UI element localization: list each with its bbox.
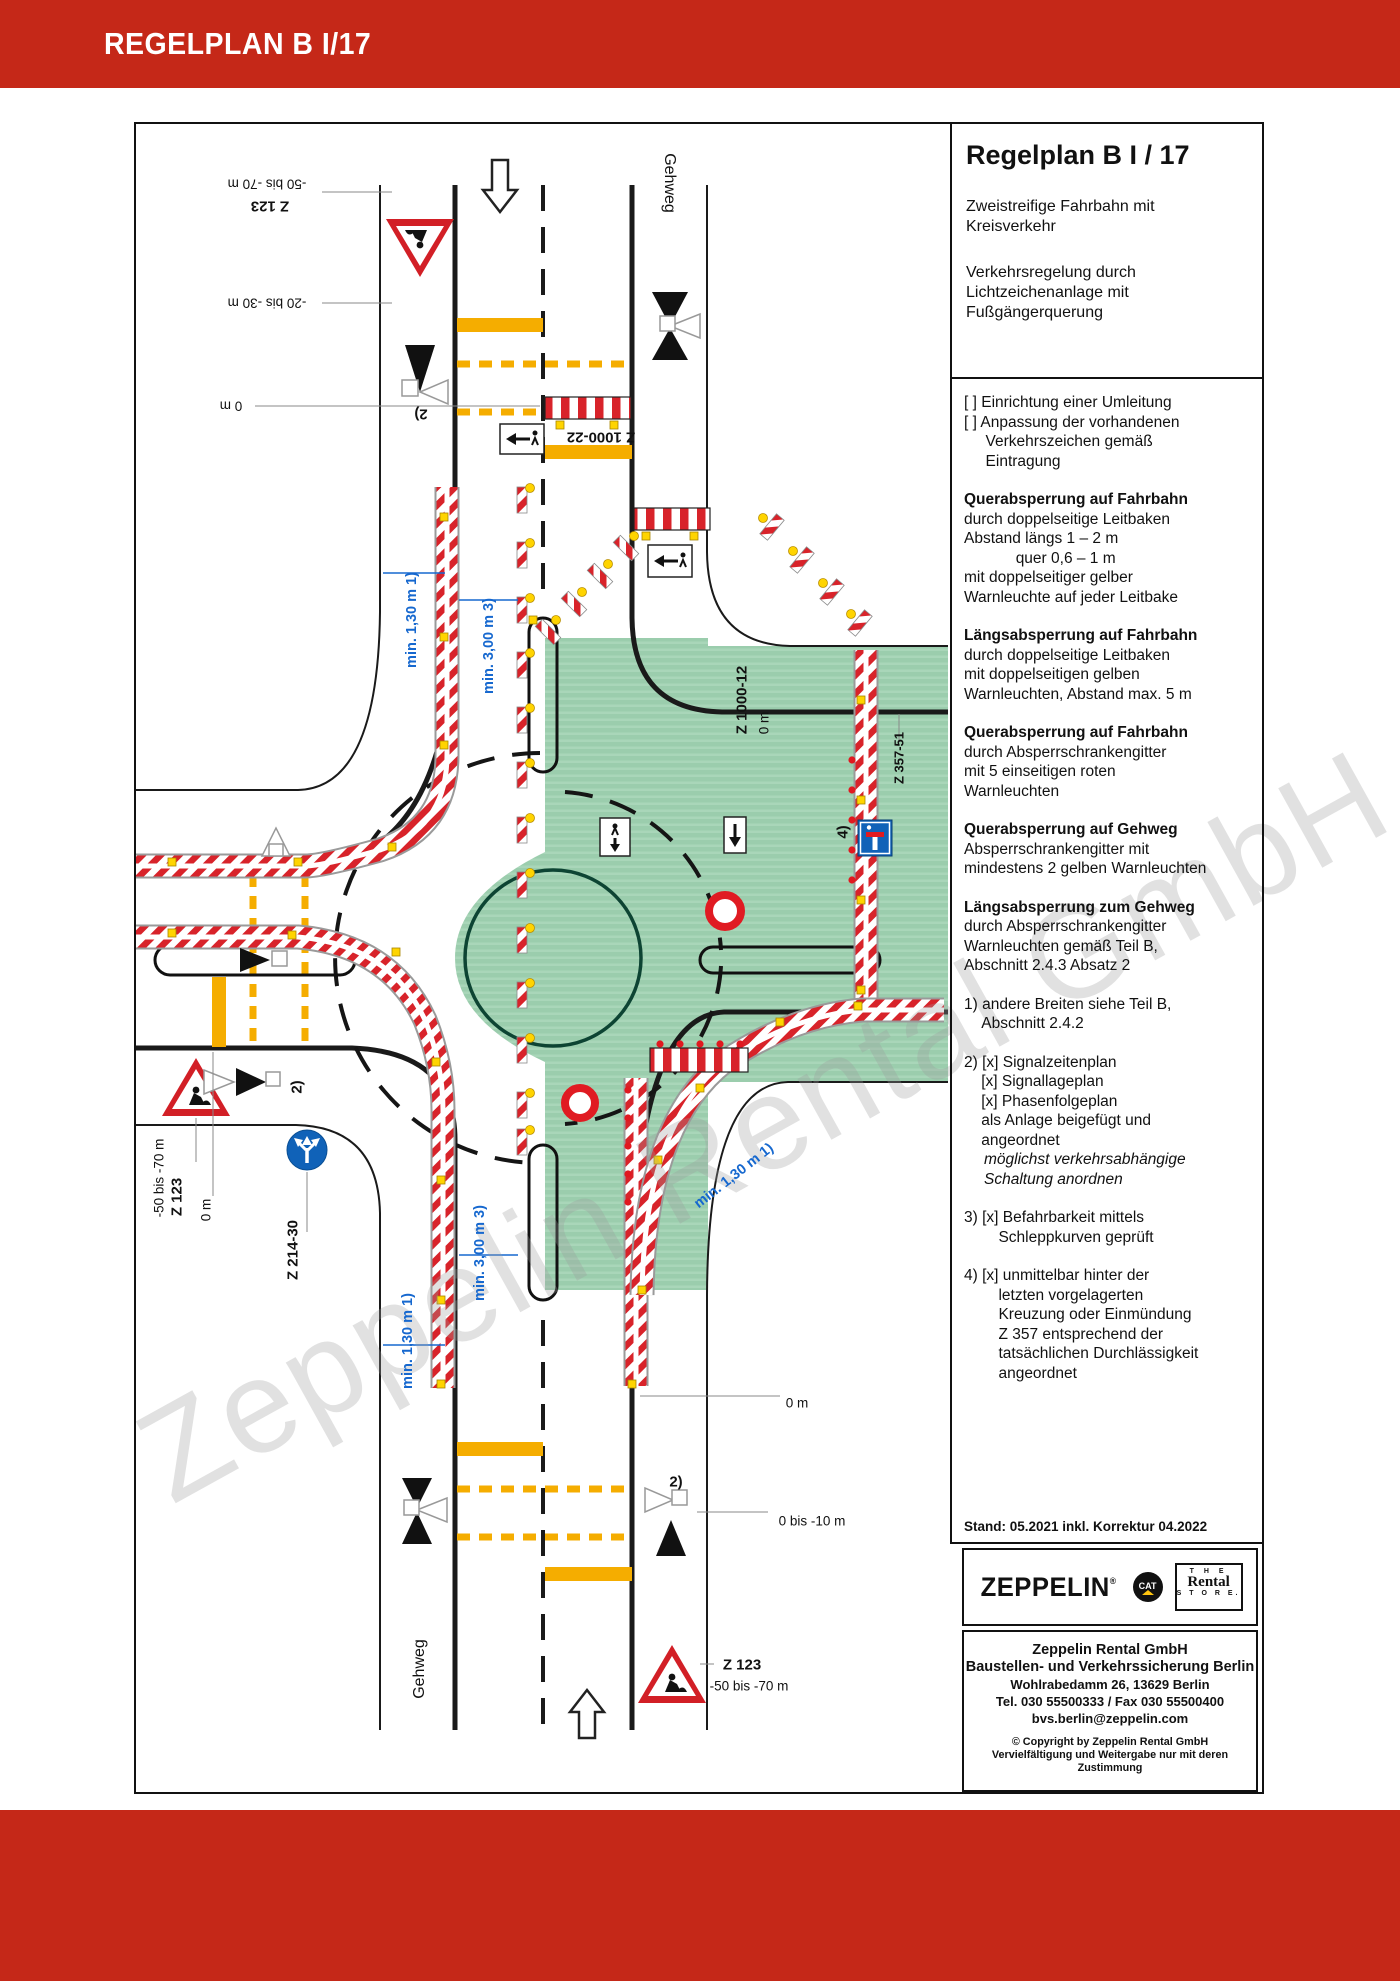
header-bar: REGELPLAN B I/17 (0, 0, 1400, 88)
copyright-line-1: © Copyright by Zeppelin Rental GmbH (1011, 1736, 1209, 1748)
label-note2-top: 2) (414, 405, 428, 423)
panel-subtitle-1: Zweistreifige Fahrbahn mit Kreisverkehr (966, 198, 1155, 235)
label-distance-50-70-bottom: -50 bis -70 m (709, 1678, 789, 1694)
the-line: T H E (1189, 1568, 1228, 1575)
sign-z214-30-icon (286, 1129, 328, 1171)
rental-store-logo-small: T H E Rental S T O R E. (1174, 1563, 1243, 1611)
section-body: durch Absperrschrankengitter mit 5 einse… (964, 743, 1167, 800)
label-min130-bottom: min. 1,30 m 1) (400, 1293, 416, 1389)
rental-line: Rental (1187, 1574, 1230, 1590)
section-quer-fahrbahn-1: Querabsperrung auf Fahrbahn durch doppel… (964, 490, 1250, 607)
panel-title: Regelplan B I / 17 (966, 140, 1190, 170)
label-min300-top: min. 3,00 m 3) (481, 598, 497, 694)
section-quer-gehweg: Querabsperrung auf Gehweg Absperrschrank… (964, 820, 1250, 879)
note-1: 1) andere Breiten siehe Teil B, Abschnit… (964, 995, 1172, 1033)
panel-address-box: Zeppelin Rental GmbH Baustellen- und Ver… (962, 1630, 1258, 1792)
label-z214-30: Z 214-30 (284, 1219, 302, 1281)
stand-date: Stand: 05.2021 inkl. Korrektur 04.2022 (964, 1519, 1208, 1534)
label-z123-top: Z 123 (250, 197, 290, 215)
section-body: Absperrschrankengitter mit mindestens 2 … (964, 840, 1207, 878)
sign-arrow-down-icon (723, 816, 747, 854)
label-z1000-12: Z 1000-12 (733, 665, 751, 735)
leader-lines (195, 191, 900, 1665)
section-laengs-fahrbahn: Längsabsperrung auf Fahrbahn durch doppe… (964, 626, 1250, 704)
label-note4: 4) (834, 825, 852, 839)
label-gehweg-top: Gehweg (661, 153, 678, 213)
registered-mark: ® (1110, 1575, 1117, 1586)
section-body: durch doppelseitige Leitbaken mit doppel… (964, 646, 1192, 703)
street-address: Wohlrabedamm 26, 13629 Berlin (1010, 1677, 1210, 1692)
label-z123-left: Z 123 (168, 1177, 186, 1217)
label-0m-left: 0 m (198, 1198, 214, 1222)
note-2-body: 2) [x] Signalzeitenplan [x] Signallagepl… (964, 1053, 1152, 1149)
section-heading: Querabsperrung auf Fahrbahn (964, 724, 1188, 741)
panel-title-box: Regelplan B I / 17 Zweistreifige Fahrbah… (950, 122, 1264, 379)
label-z357-51: Z 357-51 (891, 731, 907, 785)
department: Baustellen- und Verkehrssicherung Berlin (965, 1659, 1255, 1675)
label-0m-right: 0 m (756, 711, 772, 735)
checklist: [ ] Einrichtung einer Umleitung [ ] Anpa… (964, 394, 1180, 470)
label-note2-left: 2) (288, 1080, 306, 1094)
note-3: 3) [x] Befahrbarkeit mittels Schleppkurv… (964, 1209, 1154, 1246)
section-heading: Längsabsperrung auf Fahrbahn (964, 627, 1198, 644)
sign-pedestrian-down-icon (599, 817, 631, 857)
arrow-down-icon (480, 158, 520, 215)
phone-fax: Tel. 030 55500333 / Fax 030 55500400 (995, 1694, 1225, 1709)
label-note2-bottom: 2) (669, 1473, 683, 1491)
page-title: REGELPLAN B I/17 (104, 26, 372, 61)
copyright-line-2: Vervielfältigung und Weitergabe nur mit … (991, 1749, 1229, 1774)
section-quer-fahrbahn-2: Querabsperrung auf Fahrbahn durch Absper… (964, 723, 1250, 801)
cross-barriers (544, 396, 749, 1073)
company-name: Zeppelin Rental GmbH (1032, 1642, 1188, 1658)
panel-logo-box: ZEPPELIN® CAT T H E Rental S T O R E. (962, 1548, 1258, 1626)
zeppelin-logo-small: ZEPPELIN® (980, 1571, 1117, 1602)
label-distance-50-70-left: -50 bis -70 m (151, 1138, 167, 1218)
note-2: 2) [x] Signalzeitenplan [x] Signallagepl… (964, 1053, 1250, 1190)
traffic-signs (162, 219, 893, 1703)
label-min300-bottom: min. 3,00 m 3) (472, 1205, 488, 1301)
label-0-bis-10m: 0 bis -10 m (778, 1513, 846, 1529)
roundabout-island (463, 868, 643, 1048)
label-0m-top: 0 m (219, 398, 243, 414)
sign-z357-51-icon (857, 819, 893, 857)
section-heading: Längsabsperrung zum Gehweg (964, 898, 1195, 916)
temporary-markings (212, 318, 632, 1581)
label-0m-bottom: 0 m (785, 1395, 809, 1411)
panel-subtitle-2: Verkehrsregelung durch Lichtzeichenanlag… (966, 264, 1136, 321)
cat-triangle-icon (1141, 1590, 1154, 1595)
signal-heads (203, 292, 701, 1556)
label-distance-20-30-top: -20 bis -30 m (227, 295, 307, 311)
sign-gehweg-left2-icon (647, 544, 693, 578)
label-z1000-22: Z 1000-22 (566, 428, 636, 446)
direction-arrows (480, 158, 607, 1740)
section-heading: Querabsperrung auf Gehweg (964, 821, 1178, 838)
label-min130-top: min. 1,30 m 1) (404, 572, 420, 668)
section-body: durch doppelseitige Leitbaken Abstand lä… (964, 510, 1178, 606)
cat-wordmark: CAT (1138, 1581, 1157, 1591)
dimension-lines (383, 572, 518, 1346)
note-4: 4) [x] unmittelbar hinter der letzten vo… (964, 1267, 1199, 1382)
store-line: S T O R E. (1176, 1590, 1241, 1597)
note-2-italic: möglichst verkehrsabhängige Schaltung an… (984, 1151, 1186, 1188)
panel-body-box: [ ] Einrichtung einer Umleitung [ ] Anpa… (950, 377, 1264, 1544)
section-body: durch Absperrschrankengitter Warnleuchte… (964, 918, 1167, 974)
prohibition-ring-lower (561, 1084, 599, 1122)
sign-gehweg-left-icon (499, 423, 545, 455)
label-gehweg-bottom: Gehweg (411, 1639, 428, 1699)
cat-logo-small: CAT (1132, 1572, 1163, 1602)
section-heading: Querabsperrung auf Fahrbahn (964, 491, 1188, 508)
email: bvs.berlin@zeppelin.com (1031, 1711, 1189, 1726)
prohibition-ring-upper (705, 891, 745, 931)
arrow-up-icon (567, 1687, 607, 1740)
label-distance-50-70-top: -50 bis -70 m (227, 176, 307, 192)
section-laengs-gehweg: Längsabsperrung zum Gehweg durch Absperr… (964, 898, 1250, 976)
footer-bar: ZEPPELIN® T H E Rental S T O R E. CAT (0, 1810, 1400, 1981)
label-z123-bottom: Z 123 (722, 1656, 762, 1674)
